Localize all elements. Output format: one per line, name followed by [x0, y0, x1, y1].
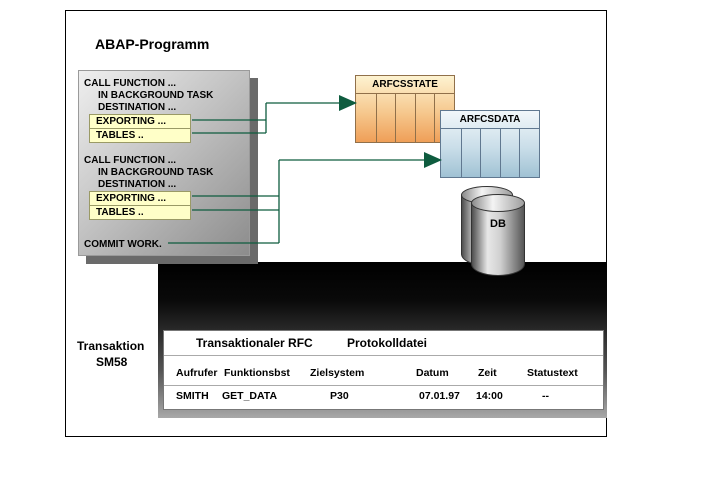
- database-cylinder-icon: DB: [471, 194, 525, 276]
- log-title-protocol-file: Protokolldatei: [347, 336, 428, 350]
- code-line-destination-1: DESTINATION ...: [98, 102, 177, 113]
- log-header-row: Aufrufer Funktionsbst Zielsystem Datum Z…: [164, 356, 603, 386]
- table-column-divider: [375, 94, 377, 142]
- column-header-statustext: Statustext: [527, 367, 578, 379]
- abap-code-block: CALL FUNCTION ... IN BACKGROUND TASK DES…: [78, 70, 250, 256]
- transaction-code: SM58: [96, 355, 128, 369]
- column-header-datum: Datum: [416, 367, 449, 379]
- diagram-frame: [65, 10, 607, 437]
- arfcsstate-table: ARFCSSTATE: [355, 75, 455, 143]
- table-column-divider: [414, 94, 416, 142]
- code-line-commit-work: COMMIT WORK.: [84, 239, 162, 250]
- code-line-destination-2: DESTINATION ...: [98, 179, 177, 190]
- transaction-label: Transaktion: [77, 339, 145, 353]
- table-column-divider: [395, 94, 397, 142]
- arfcsdata-table-grid: [441, 128, 539, 177]
- cell-zielsystem: P30: [330, 390, 349, 402]
- code-line-tables-1: TABLES ..: [89, 128, 191, 143]
- column-header-funktionsbst: Funktionsbst: [224, 367, 290, 379]
- arfcsstate-table-grid: [356, 93, 454, 142]
- page-title: ABAP-Programm: [95, 36, 210, 52]
- log-title-transactional-rfc: Transaktionaler RFC: [196, 336, 313, 350]
- db-label: DB: [490, 218, 506, 230]
- cell-funktion: GET_DATA: [222, 390, 278, 402]
- arfcsdata-table: ARFCSDATA: [440, 110, 540, 178]
- log-title-row: Transaktionaler RFC Protokolldatei: [164, 331, 603, 356]
- arfcsstate-table-label: ARFCSSTATE: [372, 79, 438, 90]
- column-header-zielsystem: Zielsystem: [310, 367, 365, 379]
- arfcsdata-table-label: ARFCSDATA: [459, 114, 521, 125]
- table-column-divider: [480, 129, 482, 177]
- code-line-call-function-2: CALL FUNCTION ...: [84, 155, 177, 166]
- trfc-log-table: Transaktionaler RFC Protokolldatei Aufru…: [163, 330, 604, 410]
- table-column-divider: [499, 129, 501, 177]
- column-header-aufrufer: Aufrufer: [176, 367, 218, 379]
- code-line-call-function-1: CALL FUNCTION ...: [84, 78, 177, 89]
- cell-zeit: 14:00: [476, 390, 503, 402]
- table-column-divider: [460, 129, 462, 177]
- code-line-in-background-task-2: IN BACKGROUND TASK: [98, 167, 214, 178]
- table-column-divider: [434, 94, 436, 142]
- column-header-zeit: Zeit: [478, 367, 497, 379]
- code-line-tables-2: TABLES ..: [89, 205, 191, 220]
- code-line-exporting-2: EXPORTING ...: [89, 191, 191, 206]
- table-row: SMITH GET_DATA P30 07.01.97 14:00 --: [164, 386, 603, 409]
- code-line-in-background-task-1: IN BACKGROUND TASK: [98, 90, 214, 101]
- table-column-divider: [519, 129, 521, 177]
- cell-statustext: --: [542, 390, 549, 402]
- cell-aufrufer: SMITH: [176, 390, 209, 402]
- code-line-exporting-1: EXPORTING ...: [89, 114, 191, 129]
- cell-datum: 07.01.97: [419, 390, 460, 402]
